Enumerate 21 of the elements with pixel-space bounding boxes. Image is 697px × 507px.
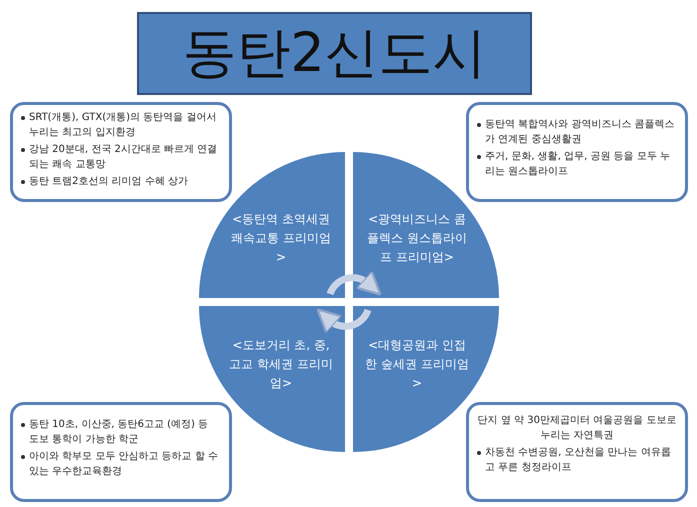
bullet-text: 아이와 학부모 모두 안심하고 등하교 할 수 있는 우수한교육환경 xyxy=(29,450,220,479)
curved-arrow xyxy=(316,308,372,334)
body-text: 단지 옆 약 30만제곱미터 여울공원을 도보로 누리는 자연특권 xyxy=(477,414,677,443)
quadrant-label: <도보거리 초, 중, 고교 학세권 프리미엄> xyxy=(229,337,333,392)
quadrant-label: <대형공원과 인접한 숲세권 프리미엄> xyxy=(365,337,469,392)
bullet-text: SRT(개통), GTX(개통)의 동탄역을 걸어서 누리는 최고의 입지환경 xyxy=(29,111,218,140)
curved-arrow xyxy=(326,270,382,296)
title-banner xyxy=(137,12,532,95)
bullet-text: 동탄역 복합역사와 광역비즈니스 콤플렉스가 연계된 중심생활권 xyxy=(485,118,676,147)
bullet-text: 동탄 트램2호선의 리미엄 수혜 상가 xyxy=(29,175,188,189)
bullet-text: 차동천 수변공원, 오산천을 만나는 여유롭고 푸른 청정라이프 xyxy=(485,446,672,475)
title-text: 동탄2신도시 xyxy=(182,20,487,86)
info-card xyxy=(10,102,232,202)
bullet-text: 강남 20분대, 전국 2시간대로 빠르게 연결되는 쾌속 교통망 xyxy=(29,143,218,172)
bullet-text: 주거, 문화, 생활, 업무, 공원 등을 모두 누리는 원스톱라이프 xyxy=(485,150,671,179)
quadrant-label: <동탄역 초역세권 쾌속교통 프리미엄> xyxy=(230,211,332,266)
quadrant-label: <광역비즈니스 콤플렉스 원스톱라이프 프리미엄> xyxy=(366,211,468,266)
info-card xyxy=(10,402,232,502)
info-card xyxy=(466,402,688,502)
info-card xyxy=(466,102,688,202)
bullet-text: 동탄 10초, 이산중, 동탄6고교 (예정) 등 도보 통학이 가능한 학군 xyxy=(29,418,210,447)
